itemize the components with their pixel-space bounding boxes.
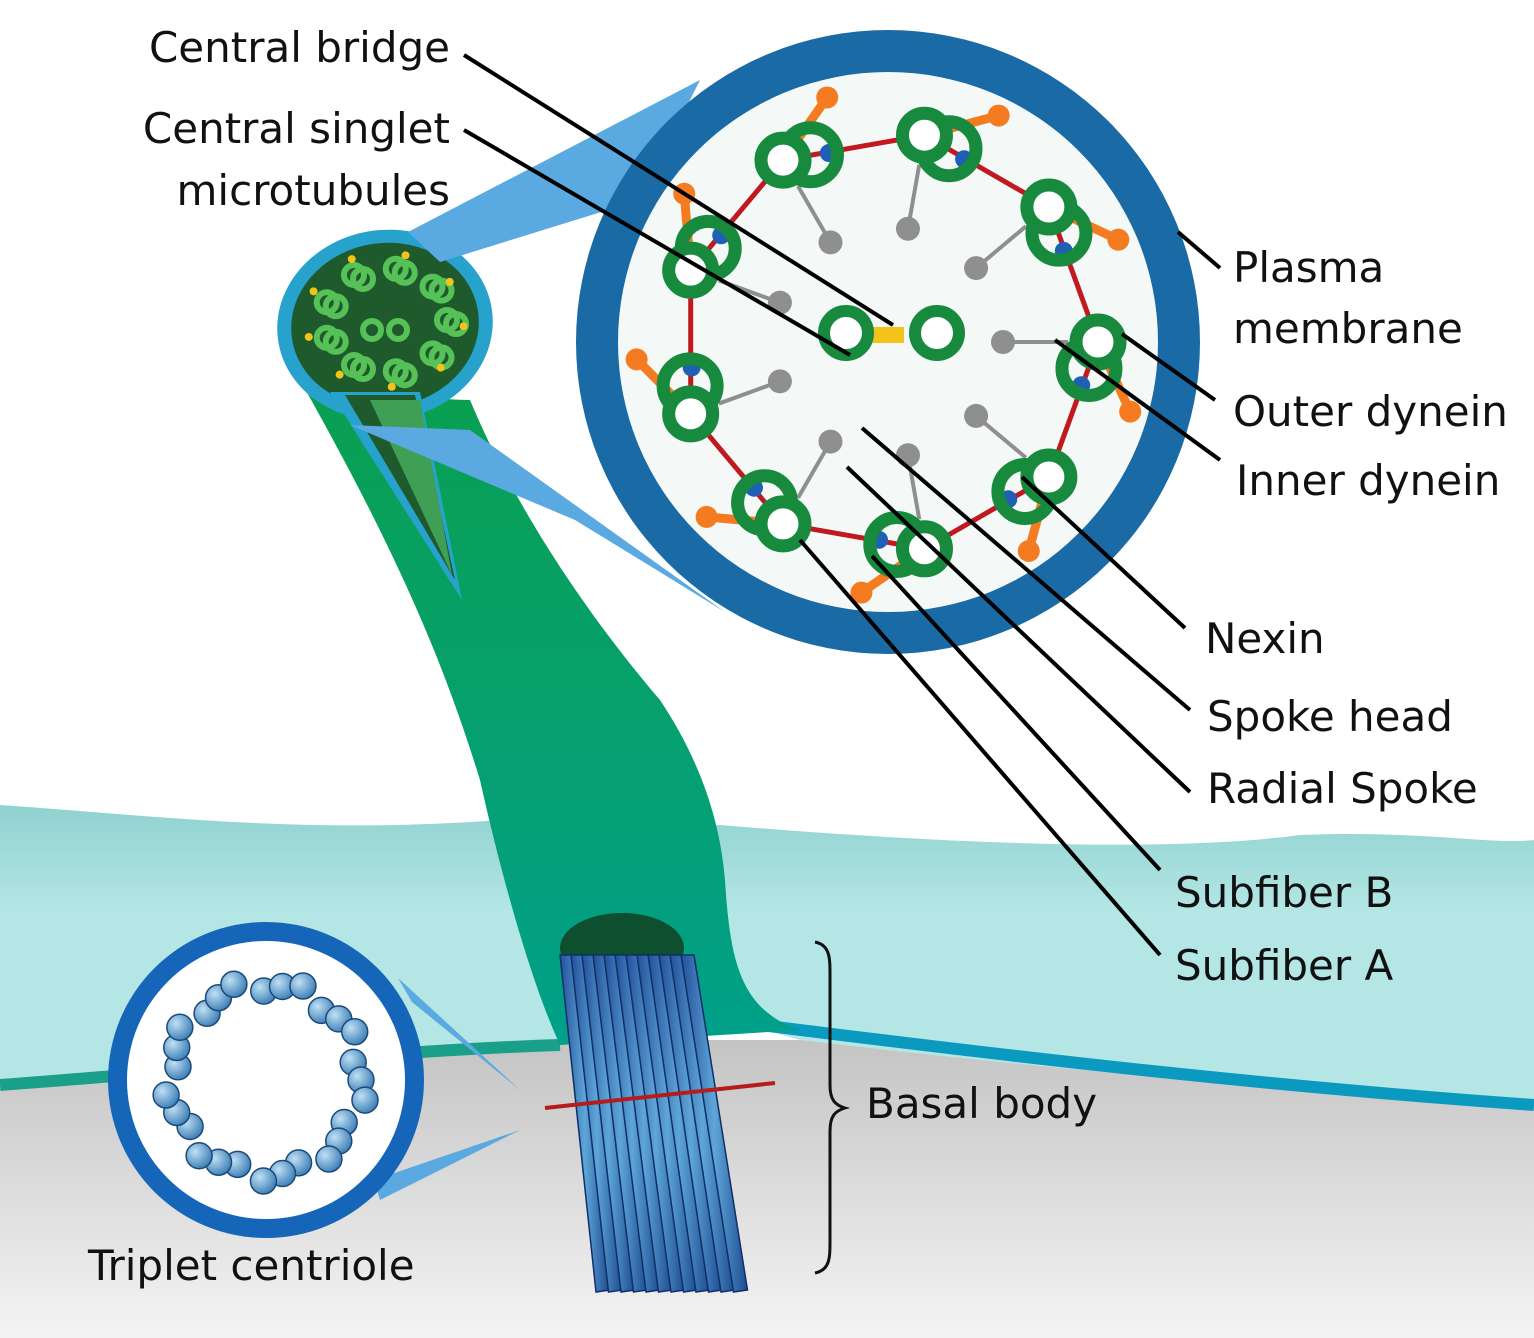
subfiber-a-tubule (754, 131, 812, 189)
spoke-head (818, 429, 843, 454)
spoke-head (895, 216, 920, 241)
outer-dynein-head (816, 86, 839, 109)
tip-doublet-b (428, 277, 455, 304)
leader-central-singlet (462, 128, 852, 357)
centriole-tubule (220, 970, 248, 998)
outer-dynein-head (625, 348, 648, 371)
label-subfiber-b: Subfiber B (1175, 868, 1393, 917)
tip-dynein (445, 277, 454, 286)
spoke-head (964, 403, 989, 428)
leader-spoke-head (860, 426, 1192, 712)
tip-doublet-b (322, 328, 349, 355)
centriole-tubule (166, 1013, 194, 1042)
label-central-bridge: Central bridge (149, 23, 450, 72)
tip-dynein (309, 287, 318, 296)
basal-tubule (680, 954, 749, 1293)
centriole-tubule (152, 1081, 180, 1109)
spoke-head (991, 330, 1015, 354)
spoke-head (964, 256, 989, 281)
label-plasma-membrane-line1: Plasma (1233, 243, 1384, 292)
subfiber-a-tubule (1069, 313, 1127, 371)
outer-dynein-head (987, 104, 1010, 127)
leader-outer-dynein (1120, 332, 1217, 402)
tip-dynein (304, 332, 313, 341)
centriole-tubule (289, 972, 317, 1000)
outer-dynein-head (1017, 540, 1040, 563)
subfiber-a-tubule (754, 495, 812, 553)
leader-inner-dynein (1053, 338, 1222, 462)
cilium-shaft (300, 380, 800, 1045)
tip-doublet-b (350, 265, 376, 292)
zoom-connector-centriole-bottom (374, 1130, 520, 1200)
spoke-head (895, 443, 920, 468)
label-radial-spoke: Radial Spoke (1207, 764, 1478, 813)
centriole-tubule (351, 1086, 379, 1114)
triplet-centriole (108, 922, 424, 1238)
outer-dynein-head (1107, 228, 1130, 251)
label-central-singlet-line2: microtubules (177, 166, 450, 215)
tip-dynein (347, 255, 356, 264)
subfiber-a-tubule (662, 241, 720, 299)
tip-dynein (436, 363, 445, 372)
centriole-tubule (185, 1141, 213, 1170)
central-singlet-right (909, 305, 965, 361)
centriole-tubule (340, 1017, 369, 1046)
outer-dynein-head (695, 505, 718, 528)
nexin-links (688, 132, 1101, 552)
leader-lines (462, 53, 1222, 957)
spoke-head (767, 369, 792, 394)
central-singlet-left (818, 305, 874, 361)
label-subfiber-a: Subfiber A (1175, 941, 1394, 990)
leader-radial-spoke (845, 465, 1192, 794)
zoom-connector-centriole-top (398, 978, 520, 1090)
tip-doublet-b (391, 362, 418, 389)
label-nexin: Nexin (1205, 614, 1325, 663)
membrane-right (759, 1019, 1534, 1111)
basal-section-line (544, 1081, 776, 1110)
label-central-singlet-line1: Central singlet (143, 104, 450, 153)
outer-dynein-head (1119, 400, 1142, 423)
axoneme-cross-section (576, 30, 1200, 654)
subfiber-a-tubule (662, 385, 720, 443)
basal-body (544, 913, 776, 1293)
centriole-tubule (249, 1167, 278, 1195)
tip-doublet-b (350, 356, 376, 383)
tip-doublet-b (391, 259, 418, 286)
tip-dynein (387, 382, 396, 391)
tip-dynein (335, 370, 344, 379)
outer-dynein-head (850, 581, 873, 604)
label-basal-body: Basal body (866, 1079, 1097, 1128)
tip-central-left (360, 318, 384, 342)
subfiber-a-tubule (1020, 178, 1078, 236)
label-plasma-membrane-line2: membrane (1233, 304, 1463, 353)
tip-dynein (459, 322, 468, 331)
central-bridge-shape (870, 327, 904, 343)
leader-plasma-membrane (1176, 230, 1222, 270)
leader-central-bridge (462, 53, 895, 327)
basal-body-brace (814, 940, 851, 1275)
tip-dynein (401, 251, 410, 260)
label-spoke-head: Spoke head (1207, 692, 1453, 741)
label-outer-dynein: Outer dynein (1233, 387, 1508, 436)
leader-nexin (1020, 475, 1187, 630)
cilium-tip (277, 229, 493, 600)
tip-central-right (386, 318, 410, 342)
tip-doublet-b (322, 293, 349, 320)
centriole-tubule (315, 1145, 343, 1173)
subfiber-a-tubule (1020, 448, 1078, 506)
label-triplet-centriole: Triplet centriole (87, 1241, 415, 1290)
zoom-connector-top (408, 80, 700, 262)
spoke-head (818, 230, 843, 255)
leader-subfiber-a (798, 538, 1162, 957)
leader-subfiber-b (870, 554, 1162, 872)
subfiber-a-tubule (895, 106, 953, 164)
subfiber-a-tubule (895, 520, 953, 578)
label-inner-dynein: Inner dynein (1236, 456, 1500, 505)
